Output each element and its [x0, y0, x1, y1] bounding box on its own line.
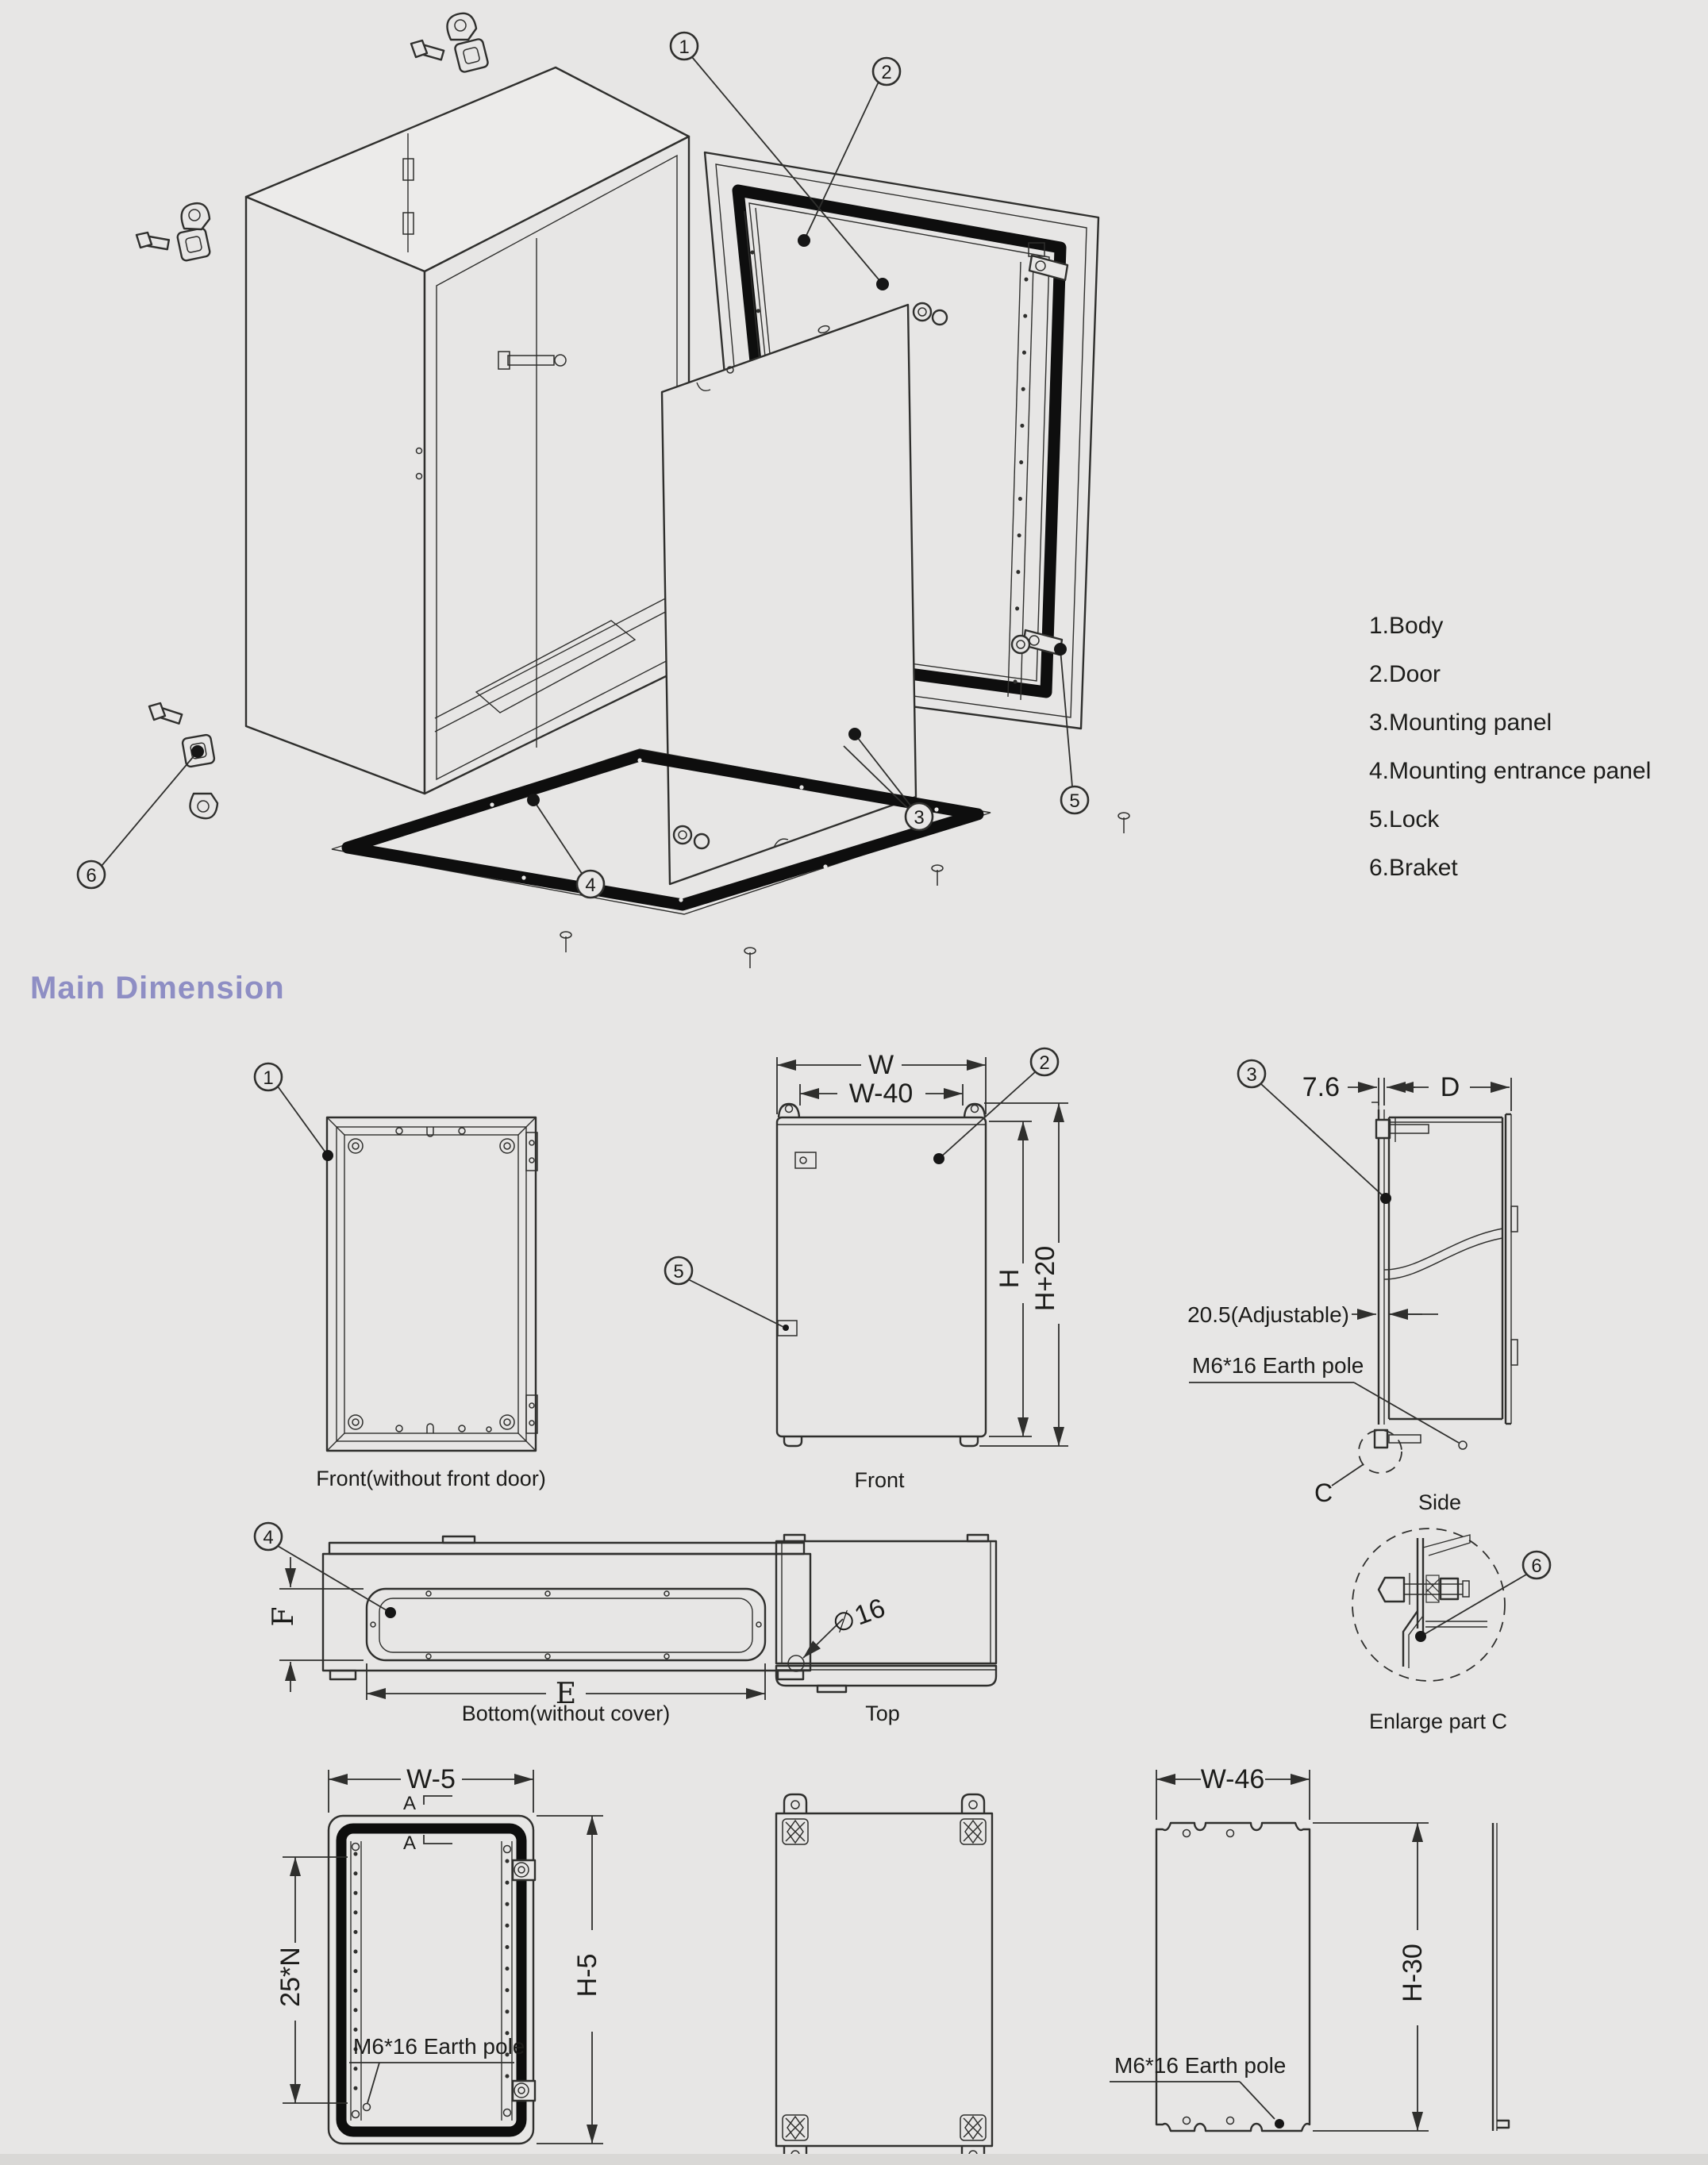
- parts-list: 1.Body 2.Door 3.Mounting panel 4.Mountin…: [1369, 613, 1651, 881]
- caption-front-without-door: Front(without front door): [316, 1467, 546, 1490]
- callout-6-number: 6: [86, 865, 96, 886]
- callout-6: 6: [76, 745, 204, 890]
- dim-h5: H-5: [572, 1954, 602, 1998]
- parts-list-item-3: 3.Mounting panel: [1369, 709, 1552, 736]
- view-mounting-panel: W-46 H-30 M6*16 Earth pole: [1110, 1764, 1510, 2132]
- callout-5: 5: [1054, 643, 1090, 815]
- side-earth-pole-label: M6*16 Earth pole: [1192, 1353, 1364, 1378]
- view-back: [775, 1793, 994, 2165]
- callout-2-number: 2: [881, 62, 891, 83]
- dim-7-6: 7.6: [1302, 1072, 1340, 1102]
- dim-e: E: [556, 1678, 576, 1710]
- callout-4-number: 4: [585, 875, 595, 896]
- callout-number: 1: [263, 1067, 273, 1089]
- caption-top: Top: [865, 1702, 900, 1725]
- dim-w5: W-5: [406, 1764, 456, 1794]
- body-part: [244, 66, 691, 795]
- dim-w: W: [868, 1050, 894, 1080]
- view-front-without-door: 1 Front(without front door): [253, 1062, 546, 1490]
- parts-list-item-5: 5.Lock: [1369, 806, 1440, 833]
- dim-25n: 25*N: [275, 1947, 306, 2007]
- entrance-gasket-part: [331, 748, 1130, 968]
- callout-3: 3: [843, 728, 934, 832]
- dim-h30: H-30: [1398, 1944, 1428, 2002]
- callout-3-number: 3: [914, 807, 924, 829]
- dim-f: F: [267, 1607, 300, 1627]
- callout-2: 2: [798, 56, 902, 247]
- dim-h: H: [994, 1269, 1025, 1289]
- parts-list-item-2: 2.Door: [1369, 661, 1441, 687]
- callout-5-front-view: 5: [664, 1256, 784, 1328]
- bracket-bottom-left: [148, 702, 219, 820]
- view-front: W W-40 H H+20 2 5 Front: [664, 1047, 1068, 1492]
- exploded-view: 1 2 3 4 5 6 1.Body: [76, 12, 1651, 968]
- page-title: Main Dimension: [30, 971, 285, 1006]
- callout-number: 2: [1039, 1052, 1049, 1074]
- section-marker-a-top: A: [403, 1793, 416, 1814]
- callout-1-front-view: 1: [253, 1062, 333, 1161]
- view-door-inside: W-5 A A 25*N H-5 M6*16 Earth pole: [275, 1764, 603, 2145]
- page-bottom-edge: [0, 2154, 1708, 2165]
- callout-1: 1: [669, 31, 889, 290]
- dim-w46: W-46: [1201, 1764, 1265, 1794]
- caption-front: Front: [854, 1468, 905, 1492]
- panel-earth-pole-label: M6*16 Earth pole: [1114, 2053, 1286, 2078]
- parts-list-item-4: 4.Mounting entrance panel: [1369, 758, 1651, 784]
- callout-3-side-view: 3: [1237, 1059, 1391, 1204]
- detail-ref-c: C: [1314, 1479, 1333, 1507]
- dim-20-5-adjustable: 20.5(Adjustable): [1187, 1302, 1349, 1327]
- view-bottom-without-cover: F E ∅ 16 4 Bottom(without cover): [253, 1521, 889, 1725]
- callout-number: 6: [1531, 1555, 1541, 1577]
- dim-h20: H+20: [1030, 1246, 1060, 1311]
- dim-d: D: [1441, 1072, 1460, 1102]
- view-top: Top: [775, 1533, 998, 1725]
- callout-1-number: 1: [679, 37, 689, 58]
- parts-list-item-1: 1.Body: [1369, 613, 1443, 639]
- screws: [560, 812, 1130, 968]
- dim-w40: W-40: [849, 1079, 914, 1109]
- view-side: 7.6 D 3 20.5(Adjustable) M6*16 Earth pol…: [1187, 1059, 1518, 1514]
- caption-side: Side: [1418, 1490, 1461, 1514]
- caption-bottom-without-cover: Bottom(without cover): [462, 1702, 671, 1725]
- callout-6-enlarge-view: 6: [1415, 1550, 1552, 1642]
- bracket-left: [135, 202, 211, 262]
- bracket-top: [410, 12, 489, 73]
- callout-number: 3: [1246, 1064, 1256, 1086]
- callout-2-front-view: 2: [933, 1047, 1060, 1164]
- view-enlarge-part-c: 6 Enlarge part C: [1352, 1528, 1552, 1733]
- callout-number: 5: [673, 1261, 683, 1282]
- callout-4-bottom-view: 4: [253, 1521, 396, 1618]
- callout-5-number: 5: [1069, 790, 1079, 812]
- parts-list-item-6: 6.Braket: [1369, 855, 1458, 881]
- callout-number: 4: [263, 1527, 273, 1548]
- callout-4: 4: [527, 794, 606, 899]
- caption-enlarge-part-c: Enlarge part C: [1369, 1709, 1507, 1733]
- door-earth-pole-label: M6*16 Earth pole: [353, 2034, 525, 2059]
- section-marker-a-bottom: A: [403, 1832, 416, 1854]
